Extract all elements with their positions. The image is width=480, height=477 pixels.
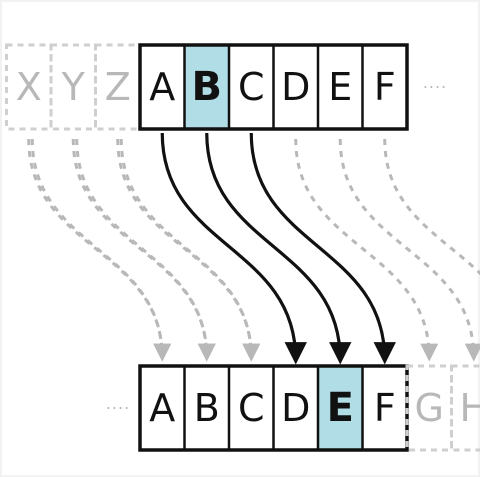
top-trailing-ellipsis: ···· bbox=[423, 78, 447, 97]
faded-shift-arrow bbox=[27, 138, 172, 362]
faded-shift-arrow bbox=[294, 138, 439, 362]
top-letter-a: A bbox=[149, 65, 175, 109]
bottom-letter-a: A bbox=[149, 386, 175, 430]
top-cell-e bbox=[318, 45, 363, 129]
faded-shift-arrow bbox=[383, 138, 480, 276]
faded-letter-g: G bbox=[415, 386, 444, 430]
faded-shift-arrow bbox=[75, 138, 216, 362]
bottom-letter-e: E bbox=[327, 385, 354, 431]
bottom-cell-f bbox=[362, 366, 407, 450]
bottom-cell-a bbox=[140, 366, 185, 450]
shift-arrow-c-to-f bbox=[249, 132, 396, 365]
top-letter-d: D bbox=[281, 65, 310, 109]
top-letter-e: E bbox=[328, 65, 352, 109]
top-cell-a bbox=[140, 45, 185, 129]
bottom-letter-c: C bbox=[238, 386, 265, 430]
faded-cell-x bbox=[5, 43, 53, 131]
faded-shift-arrow bbox=[116, 138, 261, 362]
top-letter-b: B bbox=[192, 64, 223, 110]
faded-letter-x: X bbox=[16, 65, 42, 109]
faded-cell-z bbox=[94, 43, 142, 131]
faded-letter-h: H bbox=[459, 386, 480, 430]
faded-shift-arrows bbox=[27, 138, 480, 362]
top-letter-c: C bbox=[238, 65, 265, 109]
faded-letter-y: Y bbox=[61, 65, 86, 109]
faded-cell-y bbox=[49, 43, 97, 131]
bottom-cell-c bbox=[229, 366, 274, 450]
top-cell-b bbox=[184, 45, 229, 129]
faded-shift-arrow bbox=[71, 138, 216, 362]
faded-cell-h bbox=[450, 364, 480, 452]
faded-shift-arrow bbox=[30, 138, 172, 362]
bottom-letter-b: B bbox=[194, 386, 220, 430]
shift-arrow-b-to-e bbox=[205, 132, 352, 365]
highlighted-shift-arrows bbox=[160, 132, 396, 365]
faded-shift-arrow bbox=[338, 138, 480, 362]
faded-cell-g bbox=[405, 364, 453, 452]
bottom-cell-d bbox=[273, 366, 318, 450]
faded-letter-z: Z bbox=[105, 65, 131, 109]
shift-arrow-a-to-d bbox=[160, 132, 307, 365]
top-cell-c bbox=[229, 45, 274, 129]
bottom-leading-ellipsis: ···· bbox=[106, 399, 130, 418]
top-cell-f bbox=[362, 45, 407, 129]
bottom-cell-b bbox=[184, 366, 229, 450]
bottom-letter-d: D bbox=[281, 386, 310, 430]
top-cell-d bbox=[273, 45, 318, 129]
faded-shift-arrow bbox=[119, 138, 261, 362]
bottom-cell-e bbox=[318, 366, 363, 450]
bottom-letter-f: F bbox=[374, 386, 396, 430]
top-letter-f: F bbox=[374, 65, 396, 109]
